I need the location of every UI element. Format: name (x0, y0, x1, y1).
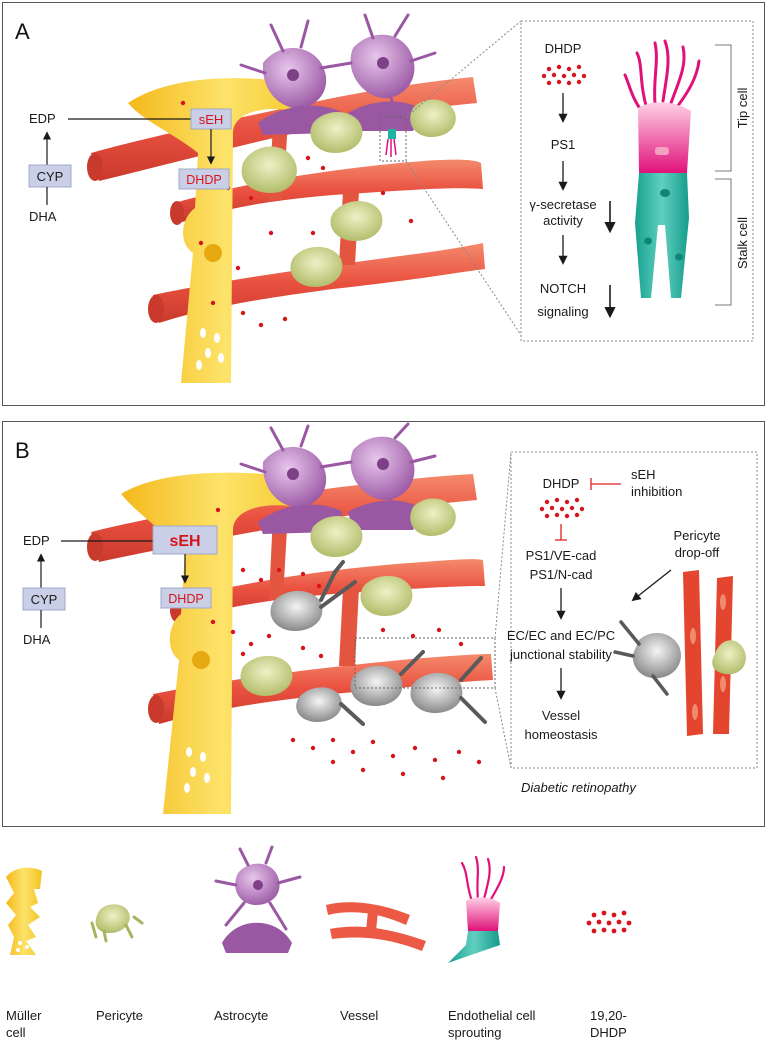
legend-vessel: Vessel (340, 1007, 378, 1024)
legend-muller-label-2: cell (6, 1025, 26, 1040)
tip-cell-label: Tip cell (735, 88, 750, 129)
dha-label: DHA (29, 209, 57, 224)
zoom-panel-b: DHDP sEH inhibition PS1/VE-cad PS1/N-cad… (507, 451, 758, 769)
vessel-pair-illustration (613, 570, 746, 736)
legend-dhdp-icon (586, 910, 632, 934)
junction-label-2: junctional stability (509, 647, 612, 662)
legend-muller-cell-icon (6, 867, 42, 955)
vessel-homeostasis-label: Vessel (542, 708, 580, 723)
edp-label: EDP (23, 533, 50, 548)
legend-muller-label: Müller (6, 1008, 42, 1023)
astrocyte-cells (239, 13, 437, 135)
dhdp-box (160, 587, 212, 609)
muller-cell (128, 78, 323, 383)
edp-metabolism-labels: EDP sEH DHDP CYP DHA (22, 525, 218, 647)
pathway-signaling: signaling (537, 304, 588, 319)
dropped-pericyte-cells (270, 560, 487, 726)
seh-inhibition-label: sEH (631, 467, 656, 482)
legend-pericyte: Pericyte (96, 1007, 143, 1024)
pathway-ps1: PS1 (551, 137, 576, 152)
vessel-homeostasis-label-2: homeostasis (525, 727, 598, 742)
legend-icons (6, 845, 632, 963)
dhdp-dot-cluster (541, 64, 587, 86)
zoom-panel-a: DHDP PS1 γ-secretase activity NOTCH sign… (520, 20, 754, 342)
zoom-dhdp-label: DHDP (543, 476, 580, 491)
legend-endothelial-sprouting-icon (448, 855, 506, 963)
panel-a: A (2, 2, 765, 406)
legend-vessel-icon (326, 902, 426, 951)
edp-label: EDP (29, 111, 56, 126)
edp-metabolism-labels: EDP sEH DHDP CYP DHA (28, 108, 232, 224)
panel-a-illustration: A (15, 13, 754, 383)
pathway-notch: NOTCH (540, 281, 586, 296)
legend-vessel-label: Vessel (340, 1008, 379, 1023)
legend-astrocyte: Astrocyte (214, 1007, 268, 1024)
astrocyte-cells (239, 422, 437, 534)
ps1-vecad-label: PS1/VE-cad (526, 548, 597, 563)
seh-inhibition-label-2: inhibition (631, 484, 682, 499)
dhdp-box-label: DHDP (186, 173, 221, 187)
legend-pericyte-icon (90, 904, 144, 943)
legend-dhdp-label-2: DHDP (590, 1025, 627, 1040)
seh-label: sEH (199, 112, 224, 127)
legend-astrocyte-label: Astrocyte (214, 1008, 269, 1023)
ps1-ncad-label: PS1/N-cad (530, 567, 593, 582)
dhdp-box-label: DHDP (168, 592, 203, 606)
cyp-label: CYP (31, 592, 58, 607)
cyp-box (22, 587, 66, 611)
legend-endothelial-label: Endothelial cell (448, 1008, 536, 1023)
seh-label: sEH (169, 533, 200, 550)
pathway-dhdp: DHDP (545, 41, 582, 56)
stalk-cell-label: Stalk cell (735, 217, 750, 269)
cyp-label: CYP (37, 169, 64, 184)
cyp-box (28, 164, 72, 188)
legend-dhdp-label: 19,20- (590, 1008, 627, 1023)
dha-label: DHA (23, 632, 51, 647)
legend-endothelial-sprouting: Endothelial cell sprouting (448, 1007, 535, 1041)
panel-b: B (2, 421, 765, 827)
panel-b-illustration: B (15, 422, 758, 814)
tip-cell-zoom-marker (379, 20, 522, 336)
pericyte-cells (241, 99, 456, 287)
legend-endothelial-label-2: sprouting (448, 1025, 502, 1040)
pathway-gamma-secretase: γ-secretase (529, 197, 596, 212)
legend: Müller cell Pericyte Astrocyte Vessel En… (0, 845, 772, 1045)
pathway-activity: activity (543, 213, 583, 228)
panel-letter: A (15, 19, 30, 44)
pericyte-dropoff-label: Pericyte (674, 528, 721, 543)
legend-astrocyte-icon (214, 845, 302, 953)
panel-letter: B (15, 438, 30, 463)
zoom-marker (354, 637, 496, 689)
muller-cell (121, 472, 323, 814)
dhdp-dots (200, 507, 482, 781)
legend-dhdp: 19,20- DHDP (590, 1007, 627, 1041)
dhdp-dot-cluster (539, 497, 585, 519)
tip-stalk-cell-illustration (623, 39, 701, 298)
legend-pericyte-label: Pericyte (96, 1008, 143, 1023)
diabetic-retinopathy-caption: Diabetic retinopathy (521, 780, 637, 795)
pericyte-cells (240, 498, 456, 696)
dhdp-box (178, 168, 230, 190)
junction-label: EC/EC and EC/PC (507, 628, 615, 643)
legend-muller-cell: Müller cell (6, 1007, 41, 1041)
pericyte-dropoff-label-2: drop-off (675, 545, 720, 560)
